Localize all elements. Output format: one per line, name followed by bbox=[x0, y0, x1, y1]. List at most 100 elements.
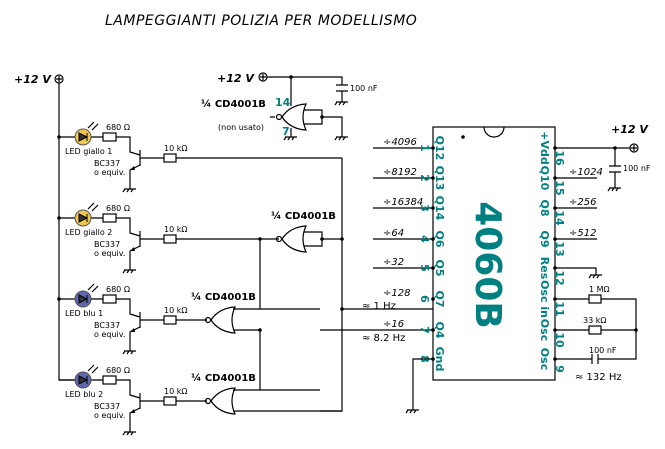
led-resistor-label: 680 Ω bbox=[106, 366, 130, 375]
nor-gate-4 bbox=[204, 387, 342, 415]
base-resistor-label: 10 kΩ bbox=[164, 144, 187, 153]
resistor-33k bbox=[588, 325, 602, 335]
divider-label: ÷8192 bbox=[383, 167, 417, 178]
ground-icon bbox=[122, 269, 136, 274]
resistor-680 bbox=[102, 294, 117, 304]
transistor-icon bbox=[130, 166, 135, 170]
pin-number: 5 bbox=[418, 264, 431, 272]
pin-name: Res bbox=[538, 257, 551, 280]
divider-label: ÷512 bbox=[569, 228, 596, 239]
osc-c-label: 100 nF bbox=[589, 346, 617, 355]
transistor-label: BC337 bbox=[94, 402, 120, 411]
pin-number: 4 bbox=[418, 235, 431, 243]
gate-label-unused: ¼ CD4001B bbox=[201, 98, 266, 110]
pin-name: Q13 bbox=[433, 166, 446, 191]
transistor-icon bbox=[130, 247, 135, 251]
supply-terminal-icon bbox=[54, 74, 64, 84]
pin-number: 11 bbox=[553, 301, 566, 316]
divider-label: ÷32 bbox=[383, 257, 404, 268]
capacitor-icon bbox=[336, 84, 348, 92]
ground-icon bbox=[334, 136, 348, 141]
gate-label-4: ¼ CD4001B bbox=[191, 372, 256, 384]
transistor-label: BC337 bbox=[94, 159, 120, 168]
transistor-note: o equiv. bbox=[94, 168, 125, 177]
pin-number: 10 bbox=[553, 332, 566, 348]
transistor-note: o equiv. bbox=[94, 330, 125, 339]
freq-label: ≈ 1 Hz bbox=[362, 301, 396, 312]
pin-name: Q10 bbox=[538, 166, 551, 191]
supply-label-left: +12 V bbox=[14, 73, 52, 86]
pin-number: 15 bbox=[553, 180, 566, 195]
unused-note: (non usato) bbox=[218, 123, 264, 132]
supply-label-gate: +12 V bbox=[217, 72, 255, 85]
base-resistor-label: 10 kΩ bbox=[164, 225, 187, 234]
ic-4060b bbox=[432, 126, 556, 381]
led-resistor-label: 680 Ω bbox=[106, 123, 130, 132]
pin-name: Q6 bbox=[433, 230, 446, 247]
ground-icon bbox=[283, 136, 297, 141]
resistor-10k bbox=[163, 153, 177, 163]
pin-number: 16 bbox=[553, 150, 566, 166]
supply-label-right: +12 V bbox=[611, 123, 649, 136]
supply-terminal-icon bbox=[258, 72, 268, 82]
pin-name: Osc bbox=[538, 319, 551, 341]
freq-label: ≈ 8.2 Hz bbox=[362, 333, 405, 344]
base-resistor-label: 10 kΩ bbox=[164, 306, 187, 315]
divider-label: ÷4096 bbox=[383, 137, 417, 148]
resistor-10k bbox=[163, 315, 177, 325]
nor-gate-3 bbox=[204, 306, 260, 334]
divider-label: ÷16 bbox=[383, 319, 404, 330]
pin-name: +Vdd bbox=[538, 131, 551, 164]
transistor-label: BC337 bbox=[94, 240, 120, 249]
divider-label: ÷64 bbox=[383, 228, 404, 239]
transistor-icon bbox=[130, 409, 135, 413]
pin-number: 7 bbox=[418, 326, 431, 334]
divider-label: ÷16384 bbox=[383, 197, 423, 208]
resistor-680 bbox=[102, 375, 117, 385]
gate-label-3: ¼ CD4001B bbox=[191, 291, 256, 303]
ground-icon bbox=[607, 187, 621, 192]
pin-name: Q8 bbox=[538, 199, 551, 216]
base-resistor-label: 10 kΩ bbox=[164, 387, 187, 396]
pin-number: 12 bbox=[553, 270, 566, 285]
pin-number: 14 bbox=[553, 210, 566, 226]
pin-name: Q14 bbox=[433, 196, 446, 221]
pin-name: Q12 bbox=[433, 136, 446, 161]
divider-label: ÷256 bbox=[569, 197, 596, 208]
pin-number: 2 bbox=[418, 174, 431, 182]
resistor-10k bbox=[163, 234, 177, 244]
pin-number: 9 bbox=[553, 365, 566, 373]
pin-name: Osc in bbox=[538, 280, 551, 318]
led-icon bbox=[74, 283, 99, 308]
led-label: LED giallo 1 bbox=[65, 147, 112, 156]
transistor-note: o equiv. bbox=[94, 411, 125, 420]
pin-number: 13 bbox=[553, 241, 566, 256]
transistor-icon bbox=[130, 328, 135, 332]
title: LAMPEGGIANTI POLIZIA PER MODELLISMO bbox=[105, 13, 417, 29]
divider-label: ÷128 bbox=[383, 288, 410, 299]
pin-number: 1 bbox=[418, 144, 431, 152]
gate-decoupling-cap-label: 100 nF bbox=[350, 84, 378, 93]
led-label: LED giallo 2 bbox=[65, 228, 112, 237]
ground-icon bbox=[405, 409, 419, 414]
resistor-1m bbox=[588, 294, 602, 304]
ground-icon bbox=[588, 274, 602, 279]
osc-freq: ≈ 132 Hz bbox=[575, 372, 622, 383]
osc-r2-label: 33 kΩ bbox=[583, 316, 606, 325]
transistor-note: o equiv. bbox=[94, 249, 125, 258]
resistor-10k bbox=[163, 396, 177, 406]
capacitor-icon bbox=[609, 165, 621, 173]
capacitor-icon bbox=[591, 354, 599, 364]
pin-name: Gnd bbox=[433, 347, 446, 372]
ground-icon bbox=[122, 188, 136, 193]
resistor-680 bbox=[102, 132, 117, 142]
supply-terminal-icon bbox=[629, 143, 639, 153]
ground-icon bbox=[122, 350, 136, 355]
pin-name: Q7 bbox=[433, 290, 446, 307]
gate-label-2: ¼ CD4001B bbox=[271, 210, 336, 222]
